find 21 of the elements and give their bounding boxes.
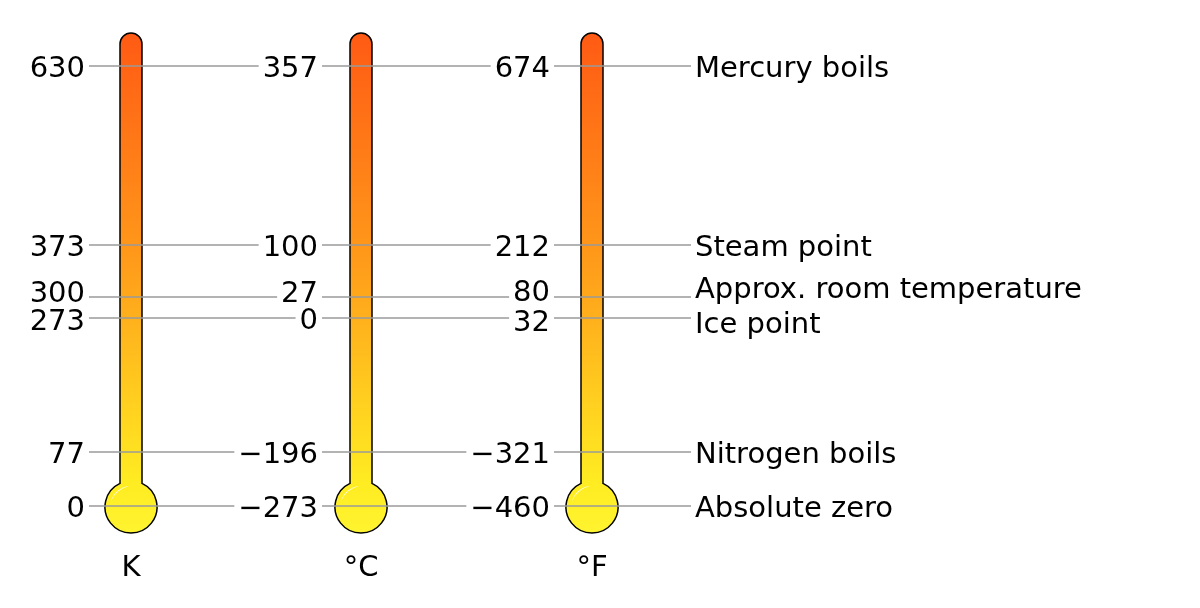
reference-point-label: Nitrogen boils — [695, 436, 897, 470]
reference-point-label: Approx. room temperature — [695, 271, 1082, 305]
reference-point-label: Absolute zero — [695, 490, 894, 524]
unit-label: °C — [343, 549, 379, 583]
temperature-value: 212 — [494, 229, 550, 263]
temperature-value: 0 — [66, 490, 85, 524]
temperature-value: −196 — [238, 436, 318, 470]
reference-point-label: Ice point — [695, 306, 821, 340]
temperature-value: 674 — [494, 50, 550, 84]
reference-point-label: Mercury boils — [695, 50, 890, 84]
unit-label: K — [121, 549, 141, 583]
temperature-value: 100 — [262, 229, 318, 263]
temperature-value: 77 — [48, 436, 85, 470]
unit-label: °F — [576, 549, 608, 583]
temperature-value: 357 — [262, 50, 318, 84]
temperature-value: −321 — [470, 436, 550, 470]
temperature-value: 630 — [29, 50, 85, 84]
temperature-value: −273 — [238, 490, 318, 524]
reference-point-label: Steam point — [695, 229, 872, 263]
temperature-value: −460 — [470, 490, 550, 524]
temperature-value: 373 — [29, 229, 85, 263]
